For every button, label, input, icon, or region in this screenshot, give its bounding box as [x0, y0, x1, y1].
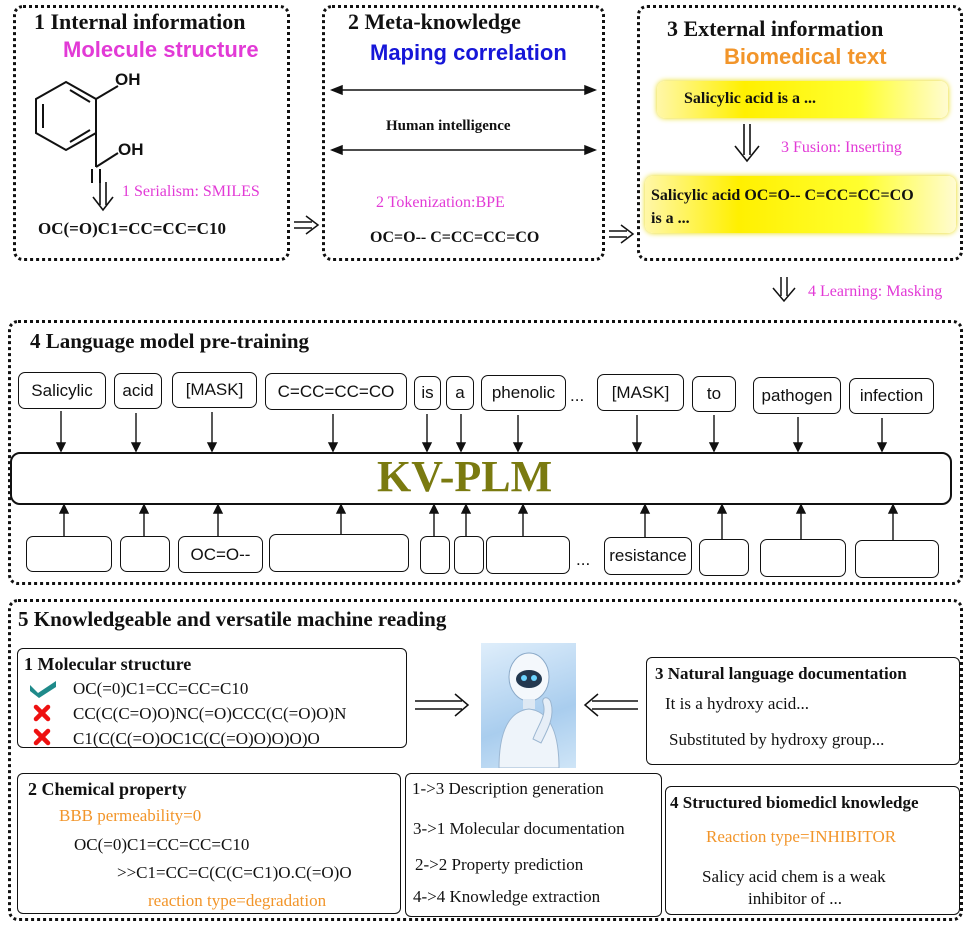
- property-smiles: OC(=0)C1=CC=CC=C10: [74, 835, 250, 854]
- token-phenolic: phenolic: [481, 375, 566, 411]
- kv-plm-title: KV-PLM: [377, 452, 553, 501]
- task-description-generation: 1->3 Description generation: [412, 779, 604, 798]
- documentation-line-2: Substituted by hydroxy group...: [669, 730, 885, 749]
- reaction-type-inhibitor: Reaction type=INHIBITOR: [706, 827, 897, 846]
- reaction-smiles: >>C1=CC=C(C(C=C1)O.C(=O)O: [117, 863, 352, 882]
- token-salicylic: Salicylic: [18, 372, 106, 409]
- bpe-tokens: OC=O-- C=CC=CC=CO: [370, 229, 540, 246]
- natural-language-panel: [646, 657, 960, 765]
- pretraining-title: 4 Language model pre-training: [30, 329, 310, 353]
- chemical-property-panel: [17, 773, 401, 914]
- machine-reading-title: 5 Knowledgeable and versatile machine re…: [18, 607, 447, 631]
- smiles-string: OC(=O)C1=CC=CC=C10: [38, 219, 226, 238]
- knowledge-slot-11: [855, 540, 939, 578]
- knowledge-slot-5: [420, 536, 450, 574]
- original-text: Salicylic acid is a ...: [684, 90, 816, 107]
- knowledge-slot-resistance: resistance: [604, 537, 692, 575]
- natural-language-title: 3 Natural language documentation: [655, 664, 907, 683]
- meta-knowledge-title: 2 Meta-knowledge: [348, 9, 521, 34]
- reaction-type-degradation: reaction type=degradation: [148, 891, 327, 910]
- knowledge-line-1: Salicy acid chem is a weak: [702, 867, 886, 886]
- internal-information-box: [13, 5, 290, 261]
- task-knowledge-extraction: 4->4 Knowledge extraction: [413, 887, 601, 906]
- masking-step-label: 4 Learning: Masking: [808, 283, 943, 300]
- token-to: to: [692, 376, 736, 412]
- molecule-structure-subtitle: Molecule structure: [63, 37, 259, 62]
- fusion-step-label: 3 Fusion: Inserting: [781, 139, 902, 156]
- tasks-panel: [405, 773, 662, 917]
- task-property-prediction: 2->2 Property prediction: [415, 855, 584, 874]
- kv-plm-model-box: [10, 452, 952, 505]
- machine-reading-box: [8, 599, 963, 921]
- biomedical-text-subtitle: Biomedical text: [724, 44, 887, 69]
- external-information-box: [637, 5, 963, 261]
- molecular-structure-title: 1 Molecular structure: [24, 654, 192, 674]
- token-infection: infection: [849, 378, 934, 414]
- robot-image: [481, 643, 576, 768]
- candidate-smiles-3: C1(C(C(=O)OC1C(C(=O)O)O)O)O: [73, 729, 320, 748]
- chemical-property-title: 2 Chemical property: [28, 779, 187, 799]
- task-molecular-documentation: 3->1 Molecular documentation: [413, 819, 625, 838]
- molecular-structure-panel: [17, 648, 407, 748]
- token-mask-1: [MASK]: [172, 372, 257, 408]
- token-ellipsis-top: ...: [570, 386, 585, 405]
- serialism-step-label: 1 Serialism: SMILES: [122, 183, 260, 200]
- token-a: a: [446, 376, 474, 410]
- hydroxyl-label-side: OH: [118, 140, 144, 159]
- structured-knowledge-panel: [665, 786, 960, 915]
- knowledge-slot-1: [26, 536, 112, 572]
- token-smiles: C=CC=CC=CO: [265, 373, 407, 410]
- knowledge-slot-9: [699, 539, 749, 576]
- candidate-smiles-1: OC(=0)C1=CC=CC=C10: [73, 679, 249, 698]
- tokenization-step-label: 2 Tokenization:BPE: [376, 194, 505, 211]
- token-mask-2: [MASK]: [597, 374, 684, 411]
- knowledge-slot-10: [760, 539, 846, 577]
- meta-knowledge-box: [322, 5, 605, 261]
- token-acid: acid: [114, 373, 162, 409]
- structured-knowledge-title: 4 Structured biomedicl knowledge: [670, 793, 919, 812]
- pretraining-box: [8, 320, 963, 585]
- documentation-line-1: It is a hydroxy acid...: [665, 694, 809, 713]
- fused-text-line2: is a ...: [651, 210, 690, 227]
- candidate-smiles-2: CC(C(C=O)O)NC(=O)CCC(C(=O)O)N: [73, 704, 347, 723]
- knowledge-slot-4: [269, 534, 409, 572]
- fused-text-line1: Salicylic acid OC=O-- C=CC=CC=CO: [651, 187, 914, 204]
- original-text-highlight: [657, 81, 948, 118]
- human-intelligence-label: Human intelligence: [386, 118, 511, 134]
- knowledge-slot-ellipsis: ...: [576, 550, 591, 569]
- knowledge-slot-7: [486, 536, 570, 574]
- internal-information-title: 1 Internal information: [34, 9, 246, 34]
- knowledge-slot-2: [120, 536, 170, 572]
- knowledge-line-2: inhibitor of ...: [748, 889, 842, 908]
- token-is: is: [414, 376, 441, 410]
- bbb-permeability: BBB permeability=0: [59, 806, 202, 825]
- maping-correlation-subtitle: Maping correlation: [370, 40, 567, 65]
- hydroxyl-label-top: OH: [115, 70, 141, 89]
- knowledge-slot-3: OC=O--: [178, 536, 263, 573]
- external-information-title: 3 External information: [667, 16, 884, 41]
- token-pathogen: pathogen: [753, 377, 841, 414]
- knowledge-slot-6: [454, 536, 484, 574]
- fused-text-highlight: [645, 176, 956, 233]
